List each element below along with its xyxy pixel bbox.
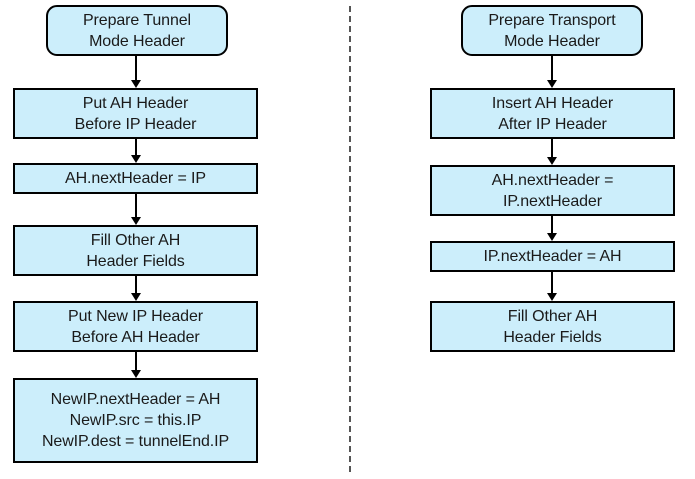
flow-node-transport-start[interactable]: Prepare Transport Mode Header bbox=[461, 5, 643, 56]
arrow-line bbox=[135, 56, 137, 81]
arrow-line bbox=[551, 272, 553, 294]
flow-node-tunnel-step-5[interactable]: NewIP.nextHeader = AH NewIP.src = this.I… bbox=[13, 378, 258, 463]
flow-node-transport-step-3[interactable]: IP.nextHeader = AH bbox=[430, 241, 675, 272]
arrow-line bbox=[135, 194, 137, 218]
flow-node-tunnel-step-1[interactable]: Put AH Header Before IP Header bbox=[13, 88, 258, 139]
flow-node-transport-step-2[interactable]: AH.nextHeader = IP.nextHeader bbox=[430, 165, 675, 216]
flow-node-label: NewIP.nextHeader = AH NewIP.src = this.I… bbox=[41, 391, 230, 450]
flow-node-tunnel-step-2[interactable]: AH.nextHeader = IP bbox=[13, 163, 258, 194]
arrowhead-down-icon bbox=[547, 80, 557, 88]
arrowhead-down-icon bbox=[547, 233, 557, 241]
flow-node-label: AH.nextHeader = IP bbox=[65, 170, 206, 187]
flow-node-tunnel-step-4[interactable]: Put New IP Header Before AH Header bbox=[13, 301, 258, 352]
flow-node-label: IP.nextHeader = AH bbox=[483, 248, 622, 265]
arrowhead-down-icon bbox=[131, 155, 141, 163]
arrow-line bbox=[135, 352, 137, 371]
arrowhead-down-icon bbox=[131, 370, 141, 378]
arrow-line bbox=[135, 139, 137, 156]
flow-node-label: AH.nextHeader = IP.nextHeader bbox=[491, 171, 614, 210]
flow-node-label: Insert AH Header After IP Header bbox=[491, 94, 614, 133]
flow-node-tunnel-step-3[interactable]: Fill Other AH Header Fields bbox=[13, 225, 258, 276]
arrowhead-down-icon bbox=[131, 217, 141, 225]
arrow-line bbox=[135, 276, 137, 294]
flow-node-label: Prepare Transport Mode Header bbox=[488, 11, 616, 50]
flow-node-tunnel-start[interactable]: Prepare Tunnel Mode Header bbox=[46, 5, 228, 56]
arrowhead-down-icon bbox=[547, 157, 557, 165]
flow-node-transport-step-1[interactable]: Insert AH Header After IP Header bbox=[430, 88, 675, 139]
flow-node-label: Fill Other AH Header Fields bbox=[503, 307, 602, 346]
flow-node-transport-step-4[interactable]: Fill Other AH Header Fields bbox=[430, 301, 675, 352]
arrow-line bbox=[551, 216, 553, 234]
arrowhead-down-icon bbox=[131, 293, 141, 301]
arrow-line bbox=[551, 139, 553, 158]
flow-node-label: Put New IP Header Before AH Header bbox=[68, 307, 203, 346]
flow-node-label: Fill Other AH Header Fields bbox=[86, 231, 185, 270]
arrow-line bbox=[551, 56, 553, 81]
flow-node-label: Prepare Tunnel Mode Header bbox=[82, 11, 191, 50]
arrowhead-down-icon bbox=[131, 80, 141, 88]
arrowhead-down-icon bbox=[547, 293, 557, 301]
vertical-dashed-divider bbox=[349, 6, 351, 472]
flow-node-label: Put AH Header Before IP Header bbox=[74, 94, 197, 133]
